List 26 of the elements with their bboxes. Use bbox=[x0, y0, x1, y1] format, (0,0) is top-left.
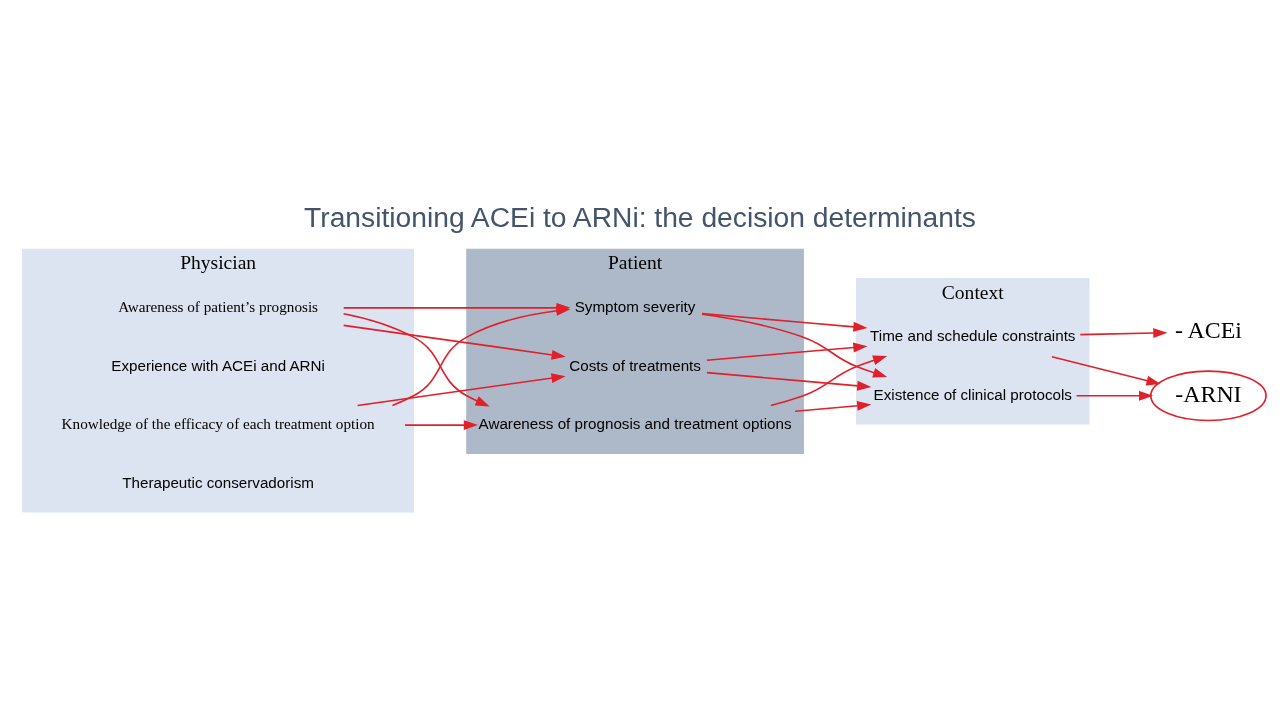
node-text: Costs of treatments bbox=[569, 355, 701, 373]
node-text: Existence of clinical protocols bbox=[873, 385, 1072, 403]
node-text: Knowledge of the efficacy of each treatment option bbox=[61, 414, 375, 432]
arrow bbox=[794, 400, 872, 412]
arrow bbox=[391, 305, 571, 406]
arrow bbox=[701, 313, 888, 377]
diagram-title: Transitioning ACEi to ARNi: the decision determinants bbox=[304, 200, 976, 233]
node-text: - ACEi bbox=[1174, 316, 1242, 343]
arrow bbox=[1075, 390, 1154, 401]
arrow bbox=[356, 372, 566, 406]
arrow bbox=[342, 312, 490, 406]
node-text: Experience with ACEi and ARNi bbox=[111, 355, 325, 373]
node-text: Awareness of patient’s prognosis bbox=[118, 297, 319, 315]
arrow bbox=[706, 371, 872, 391]
arrow bbox=[404, 419, 478, 430]
node-text: Awareness of prognosis and treatment options bbox=[478, 414, 792, 432]
arrow bbox=[342, 324, 566, 360]
arrow bbox=[1079, 327, 1168, 338]
arrow bbox=[1051, 355, 1161, 385]
node-ellipse: -ARNI bbox=[1149, 369, 1267, 421]
arrow bbox=[706, 342, 868, 361]
node-text: Time and schedule constraints bbox=[870, 326, 1076, 344]
node-text: Therapeutic conservadorism bbox=[122, 473, 314, 491]
arrow bbox=[770, 355, 888, 406]
node-text: Symptom severity bbox=[574, 297, 696, 315]
arrow bbox=[701, 312, 868, 332]
